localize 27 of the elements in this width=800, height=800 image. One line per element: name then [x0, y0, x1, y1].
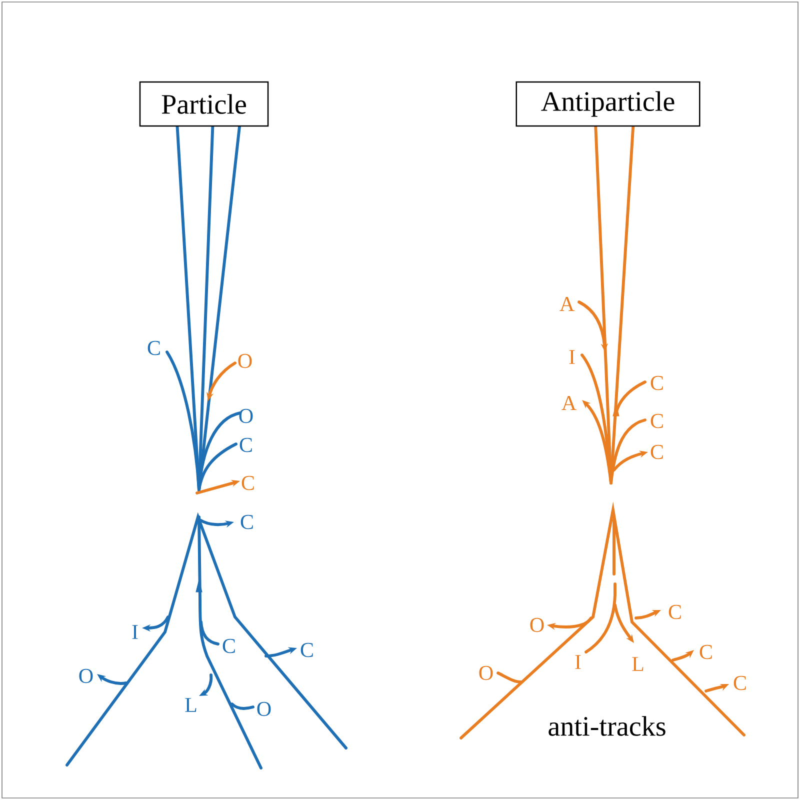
track-label: C: [734, 676, 746, 690]
track-label: L: [632, 657, 644, 671]
track-label: O: [530, 618, 544, 632]
track-label: I: [575, 655, 581, 669]
track-label: C: [650, 414, 663, 428]
track-label: C: [222, 638, 235, 654]
track-label: C: [240, 438, 252, 452]
track-label: L: [185, 698, 196, 712]
track-label: C: [240, 514, 253, 530]
title-box: Antiparticle: [516, 81, 700, 127]
track-label: C: [668, 604, 681, 620]
track-label: C: [242, 476, 254, 490]
track-label: A: [562, 396, 576, 410]
title-box: Particle: [139, 81, 269, 127]
track-label: C: [148, 340, 160, 356]
track-label: O: [257, 702, 271, 716]
track-label: C: [700, 644, 712, 660]
track-label: O: [79, 668, 93, 684]
track-label: I: [569, 350, 575, 364]
track-label: O: [479, 666, 493, 680]
track-label: I: [132, 625, 138, 639]
track-label: C: [650, 376, 663, 390]
track-label: C: [300, 642, 313, 658]
track-label: A: [560, 297, 574, 311]
track-label: O: [238, 354, 252, 368]
track-label: C: [650, 444, 663, 460]
caption-text: anti-tracks: [548, 716, 666, 736]
